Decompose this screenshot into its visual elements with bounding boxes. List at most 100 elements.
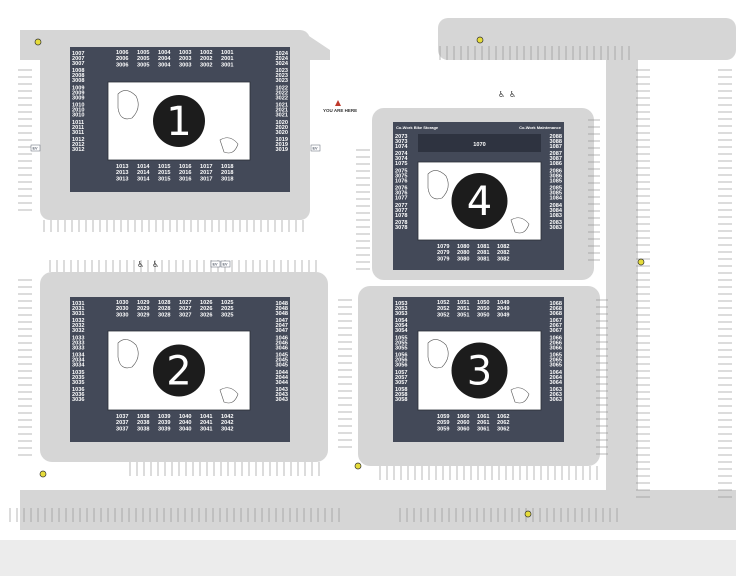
ev-label: EV: [313, 146, 319, 150]
unit-label: 3039: [158, 426, 170, 432]
unit-label: 2067: [550, 323, 562, 329]
unit-label: 2026: [200, 306, 212, 312]
unit-label: 2056: [395, 358, 407, 364]
landscape-outline: [427, 170, 449, 200]
unit-label: 2068: [550, 306, 562, 312]
accessible-parking-icon: ♿: [498, 90, 505, 99]
unit-label: 3068: [550, 311, 562, 317]
unit-label: 3010: [72, 113, 84, 119]
unit-label: 1084: [550, 196, 563, 202]
unit-label: 1040: [179, 414, 191, 420]
unit-label: 3029: [137, 312, 149, 318]
ev-label: EV: [33, 146, 39, 150]
unit-label: 1058: [395, 387, 407, 393]
unit-label: 2043: [276, 392, 288, 398]
maintenance-label: Co-Work Maintenance: [519, 125, 562, 130]
unit-label: 1082: [497, 244, 509, 250]
building-number: 3: [467, 349, 492, 395]
unit-label: 1035: [72, 370, 84, 376]
unit-label: 1012: [72, 137, 84, 143]
unit-label: 2019: [276, 142, 288, 148]
unit-label: 1085: [550, 178, 562, 184]
unit-label: 3017: [200, 176, 212, 182]
building-2: 2103120313031103220323032103320333033103…: [70, 297, 290, 442]
unit-label: 1001: [221, 50, 233, 56]
unit-label: 2084: [550, 203, 563, 209]
unit-label: 2088: [550, 134, 562, 140]
unit-label: 1016: [179, 164, 191, 170]
unit-label: 3060: [457, 426, 469, 432]
unit-label: 2082: [497, 250, 509, 256]
unit-label: 1077: [395, 196, 407, 202]
unit-label: 1052: [437, 300, 449, 306]
you-are-here-marker: YOU ARE HERE: [323, 100, 357, 113]
light-pole-icon: [476, 36, 484, 44]
landscape-outline: [219, 387, 239, 404]
unit-label: 1053: [395, 301, 407, 307]
unit-label: 3067: [550, 328, 562, 334]
accessible-parking-icon: ♿: [137, 260, 144, 269]
lot-right-strip: [606, 60, 638, 530]
unit-label: 1009: [72, 85, 84, 91]
unit-label: 1075: [395, 161, 407, 167]
unit-label: 3028: [158, 312, 170, 318]
building-number-badge: [153, 95, 205, 147]
unit-label: 3051: [457, 312, 469, 318]
unit-label: 2031: [72, 306, 84, 312]
unit-label: 2009: [72, 90, 84, 96]
unit-label: 2028: [158, 306, 170, 312]
unit-label: 3074: [395, 156, 408, 162]
unit-label: 3057: [395, 380, 407, 386]
unit-label: 2060: [457, 420, 469, 426]
unit-label: 3038: [137, 426, 149, 432]
unit-label: 2032: [72, 323, 84, 329]
unit-label: 2054: [395, 323, 408, 329]
unit-label: 1007: [72, 51, 84, 57]
unit-label: 2040: [179, 420, 191, 426]
unit-label: 2037: [116, 420, 128, 426]
amenity-unit-label: 1070: [473, 142, 485, 148]
unit-label: 3016: [179, 176, 191, 182]
unit-label: 3033: [72, 345, 84, 351]
unit-label: 2045: [276, 358, 288, 364]
buildings-layer: 1100720073007100820083008100920093009101…: [70, 47, 564, 442]
unit-label: 1065: [550, 353, 562, 359]
unit-label: 3001: [221, 62, 233, 68]
unit-label: 2010: [72, 108, 84, 114]
unit-label: 3049: [497, 312, 509, 318]
unit-label: 2025: [221, 306, 233, 312]
unit-label: 2007: [72, 56, 84, 62]
unit-label: 3022: [276, 95, 288, 101]
unit-label: 3081: [477, 256, 489, 262]
unit-label: 1045: [276, 353, 288, 359]
unit-label: 2083: [550, 220, 562, 226]
unit-label: 2021: [276, 108, 288, 114]
unit-label: 1056: [395, 353, 407, 359]
unit-label: 3021: [276, 113, 288, 119]
ev-charging-icon: [220, 260, 231, 268]
unit-label: 2047: [276, 323, 288, 329]
unit-label: 3063: [550, 397, 562, 403]
unit-label: 3044: [276, 380, 289, 386]
unit-label: 1049: [497, 300, 509, 306]
unit-label: 2074: [395, 151, 408, 157]
unit-label: 2018: [221, 170, 233, 176]
unit-label: 1026: [200, 300, 212, 306]
unit-label: 3075: [395, 173, 407, 179]
unit-label: 3050: [477, 312, 489, 318]
unit-label: 3061: [477, 426, 489, 432]
unit-label: 1064: [550, 370, 563, 376]
unit-label: 2004: [158, 56, 171, 62]
unit-label: 3076: [395, 191, 407, 197]
unit-label: 2015: [158, 170, 170, 176]
unit-label: 3065: [550, 363, 562, 369]
unit-label: 3056: [395, 363, 407, 369]
unit-label: 2041: [200, 420, 212, 426]
unit-label: 3020: [276, 130, 288, 136]
bike-storage-label: Co-Work Bike Storage: [396, 125, 439, 130]
unit-label: 2063: [550, 392, 562, 398]
unit-label: 2062: [497, 420, 509, 426]
parking-stalls: [9, 46, 732, 522]
unit-label: 3085: [550, 191, 562, 197]
